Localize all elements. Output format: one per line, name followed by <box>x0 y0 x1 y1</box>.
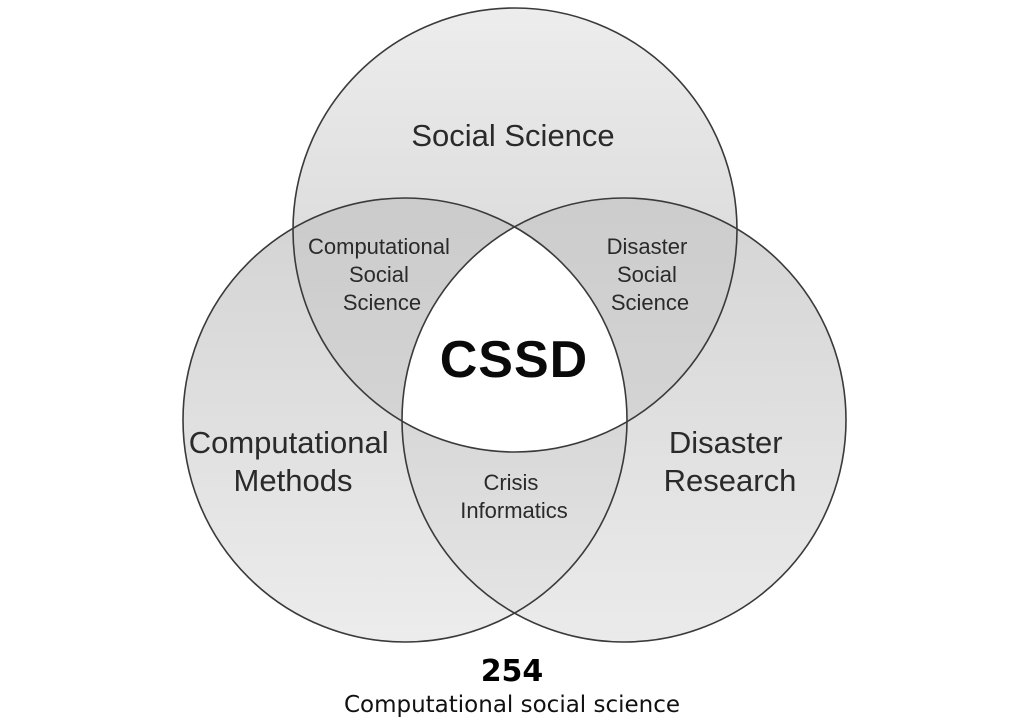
label-cssd-center: CSSD <box>440 331 588 389</box>
caption-text: Computational social science <box>343 692 681 718</box>
label-disaster-research: Disaster Research <box>664 425 797 498</box>
label-computational-social-science: Computational Social Science <box>308 234 456 315</box>
circle-disaster-research-outline <box>401 197 847 643</box>
circle-social-science-outline <box>292 7 738 453</box>
label-disaster-social-science: Disaster Social Science <box>607 234 694 315</box>
caption-number: 254 <box>480 654 544 689</box>
label-computational-methods: Computational Methods <box>189 425 398 498</box>
circle-computational-methods-outline <box>182 197 628 643</box>
label-social-science: Social Science <box>411 118 614 153</box>
label-crisis-informatics: Crisis Informatics <box>460 470 568 523</box>
